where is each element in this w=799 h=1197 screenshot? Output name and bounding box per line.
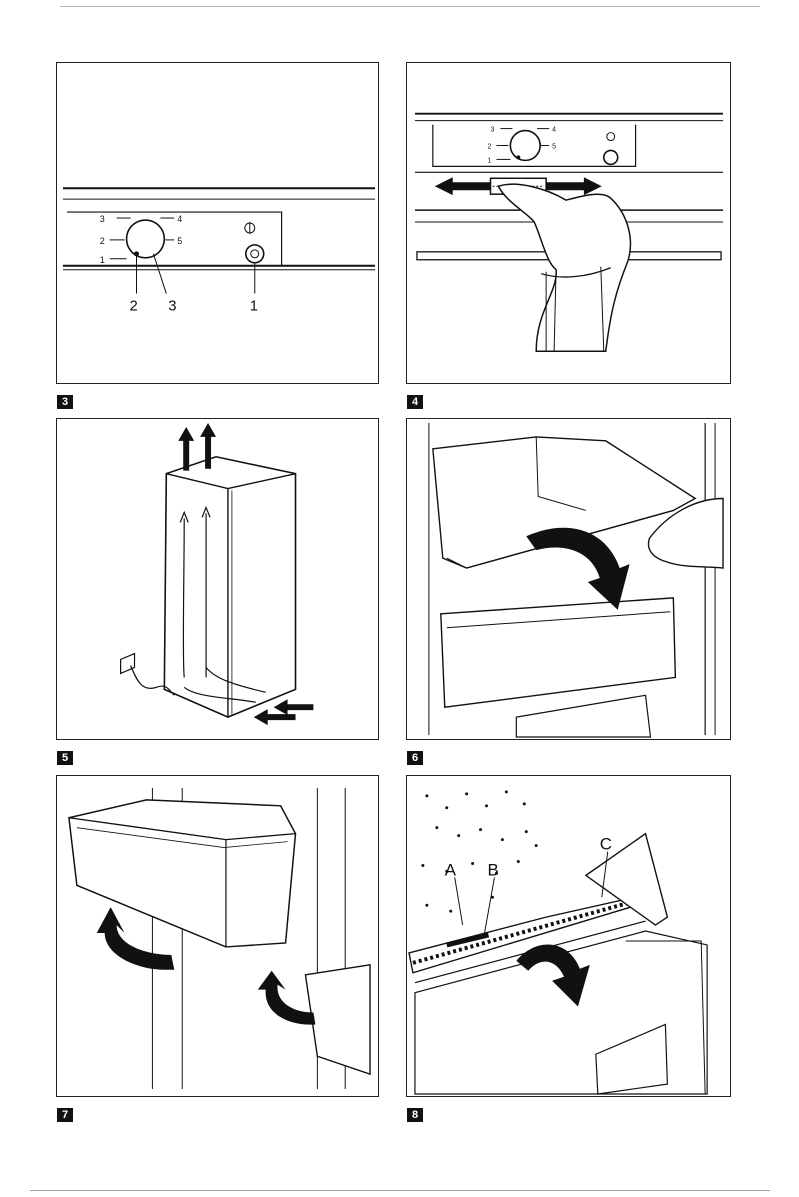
dial-label: 4 — [552, 127, 556, 134]
callout-B: B — [488, 860, 499, 879]
figure-4-dial-right-labels: 4 5 — [552, 127, 556, 151]
dial-label: 1 — [488, 157, 492, 164]
figure-7-number-text: 7 — [62, 1108, 68, 1122]
figure-4-panel: 3 2 1 4 5 — [406, 62, 731, 384]
dial-label: 2 — [488, 143, 492, 150]
figure-5-illustration — [57, 419, 378, 739]
figure-8-number: 8 — [407, 1108, 423, 1122]
dial-label: 1 — [100, 255, 105, 265]
figure-5-panel — [56, 418, 379, 740]
dial-label: 5 — [177, 236, 182, 246]
figure-5-number: 5 — [57, 751, 73, 765]
figure-6-number: 6 — [407, 751, 423, 765]
figure-4-dial-left-labels: 3 2 1 — [488, 127, 495, 165]
bottom-edge-line — [30, 1190, 770, 1191]
figure-7-illustration — [57, 776, 378, 1096]
left-arrow-icon — [435, 177, 491, 195]
figure-7-panel — [56, 775, 379, 1097]
callout-1: 1 — [250, 298, 258, 314]
figure-6-panel — [406, 418, 731, 740]
figure-4-illustration: 3 2 1 4 5 — [407, 63, 730, 383]
figure-8-panel: A B C — [406, 775, 731, 1097]
curved-arrow-icon — [516, 945, 590, 1007]
figure-4-number-text: 4 — [412, 395, 418, 409]
figure-3-number: 3 — [57, 395, 73, 409]
callout-A: A — [445, 860, 457, 879]
figure-3-illustration: 3 2 1 4 5 2 3 1 — [57, 63, 378, 383]
figure-6-illustration — [407, 419, 730, 739]
figure-4-number: 4 — [407, 395, 423, 409]
callout-3: 3 — [168, 298, 176, 314]
callout-C: C — [600, 835, 612, 854]
figure-5-number-text: 5 — [62, 751, 68, 765]
figure-7-number: 7 — [57, 1108, 73, 1122]
figure-8-illustration: A B C — [407, 776, 730, 1096]
figure-3-number-text: 3 — [62, 395, 68, 409]
water-droplets-icon — [421, 790, 537, 912]
dial-label: 4 — [177, 214, 182, 224]
dial-label: 3 — [490, 127, 494, 134]
dial-label: 2 — [100, 236, 105, 246]
right-arrow-icon — [546, 177, 602, 195]
curved-arrow-icon — [526, 528, 629, 610]
figure-8-number-text: 8 — [412, 1108, 418, 1122]
figure-3-dial-left-labels: 3 2 1 — [100, 214, 105, 265]
figure-3-dial-right-labels: 4 5 — [177, 214, 182, 246]
dial-label: 5 — [552, 143, 556, 150]
figure-3-panel: 3 2 1 4 5 2 3 1 — [56, 62, 379, 384]
callout-2: 2 — [130, 298, 138, 314]
figure-6-number-text: 6 — [412, 751, 418, 765]
door-bin-2-illustration — [305, 965, 370, 1074]
top-edge-line — [60, 6, 760, 7]
dial-label: 3 — [100, 214, 105, 224]
